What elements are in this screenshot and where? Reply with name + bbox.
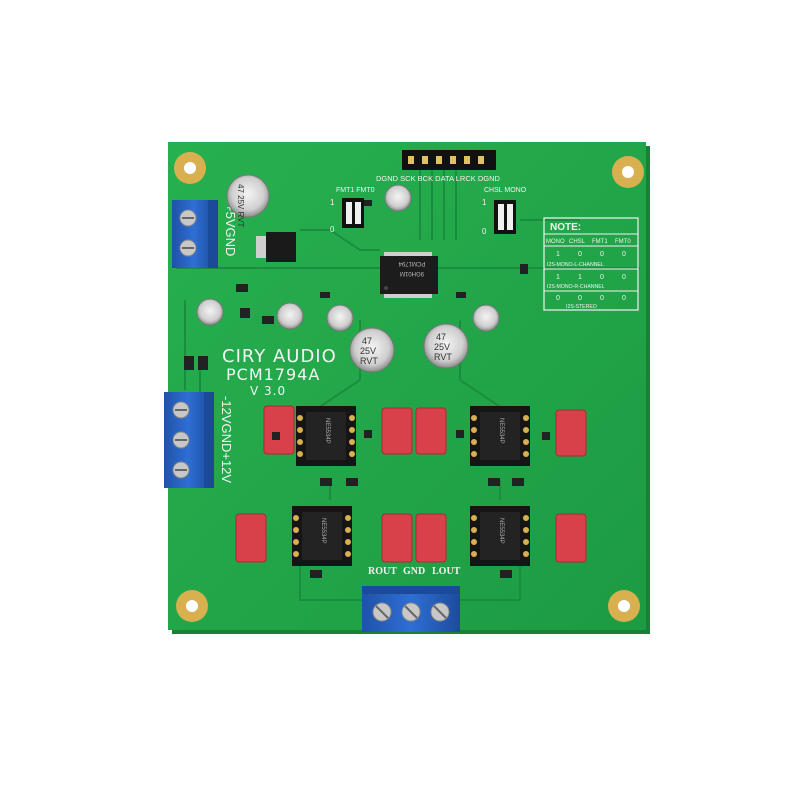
svg-text:1: 1 xyxy=(556,251,560,258)
electrolytic-capacitor: 47 25V RVT xyxy=(226,174,270,228)
jumper-fmt: FMT1 FMT0 1 0 xyxy=(330,187,375,234)
svg-text:1: 1 xyxy=(578,274,582,281)
svg-text:47 25V RVT: 47 25V RVT xyxy=(236,184,245,228)
brand-name: CIRY AUDIO xyxy=(222,346,337,367)
svg-text:NE5534P: NE5534P xyxy=(320,518,326,544)
svg-text:NE5534P: NE5534P xyxy=(324,418,330,444)
svg-text:0: 0 xyxy=(482,227,487,236)
electrolytic-capacitor xyxy=(472,304,500,332)
note-row-2: 1 1 0 0 I2S-MONO-R-CHANNEL xyxy=(547,274,626,290)
electrolytic-capacitor xyxy=(326,304,354,332)
svg-text:0: 0 xyxy=(622,251,626,258)
note-header: FMT0 xyxy=(615,239,631,245)
note-caption: I2S-MONO-L-CHANNEL xyxy=(547,262,604,268)
svg-text:NE5534P: NE5534P xyxy=(498,518,504,544)
opamp-4: NE5534P xyxy=(470,506,530,566)
film-capacitor xyxy=(415,407,447,455)
svg-text:RVT: RVT xyxy=(360,356,378,366)
output-label-gnd: GND xyxy=(403,566,425,577)
svg-text:0: 0 xyxy=(622,295,626,302)
svg-text:RVT: RVT xyxy=(434,352,452,362)
film-capacitor xyxy=(555,513,587,563)
svg-text:0: 0 xyxy=(600,274,604,281)
electrolytic-capacitor xyxy=(384,184,412,212)
svg-text:25V: 25V xyxy=(360,346,376,356)
svg-text:0: 0 xyxy=(330,225,335,234)
brand-silkscreen: CIRY AUDIO PCM1794A V 3.0 xyxy=(222,346,337,398)
jumper-chsl: CHSL MONO 1 0 xyxy=(482,187,527,236)
screw-icon xyxy=(172,401,190,419)
svg-text:0: 0 xyxy=(556,295,560,302)
note-headers: MONO CHSL FMT1 FMT0 xyxy=(546,239,631,245)
screw-icon xyxy=(179,239,197,257)
small-capacitors xyxy=(196,184,500,332)
note-header: MONO xyxy=(546,239,565,245)
terminal-block-5v: +5VGND xyxy=(172,200,238,268)
smd-components xyxy=(184,200,550,578)
film-capacitor xyxy=(381,513,413,563)
terminal-block-output: ROUT GND LOUT xyxy=(362,566,461,632)
terminal-block-12v: -12VGND+12V xyxy=(164,392,234,488)
svg-text:PCM1794: PCM1794 xyxy=(398,260,425,266)
opamp-2: NE5534P xyxy=(470,406,530,466)
svg-text:1: 1 xyxy=(330,198,335,207)
svg-text:9GH01M: 9GH01M xyxy=(400,270,424,276)
film-capacitor xyxy=(415,513,447,563)
mounting-hole-icon xyxy=(612,156,644,188)
output-label-rout: ROUT xyxy=(368,566,397,577)
pin-header: DGND SCK BCK DATA LRCK DGND xyxy=(376,150,500,183)
board-version: V 3.0 xyxy=(250,384,286,398)
film-capacitor xyxy=(381,407,413,455)
power-label-12v: -12VGND+12V xyxy=(219,396,234,483)
note-header: CHSL xyxy=(569,239,586,245)
svg-text:47: 47 xyxy=(362,336,372,346)
voltage-regulator xyxy=(256,232,296,262)
svg-text:47: 47 xyxy=(436,332,446,342)
power-label-5v: +5VGND xyxy=(223,204,238,256)
note-caption: I2S-MONO-R-CHANNEL xyxy=(547,284,605,290)
svg-text:1: 1 xyxy=(482,198,487,207)
electrolytic-capacitor xyxy=(276,302,304,330)
output-label-lout: LOUT xyxy=(432,566,461,577)
svg-text:0: 0 xyxy=(622,274,626,281)
opamp-3: NE5534P xyxy=(292,506,352,566)
film-capacitor xyxy=(235,513,267,563)
dac-chip: PCM1794 9GH01M xyxy=(380,252,438,298)
note-title: NOTE: xyxy=(550,222,581,233)
screw-icon xyxy=(179,209,197,227)
note-row-1: 1 0 0 0 I2S-MONO-L-CHANNEL xyxy=(547,251,626,268)
note-header: FMT1 xyxy=(592,239,608,245)
svg-text:NE5534P: NE5534P xyxy=(498,418,504,444)
electrolytic-capacitor-a: 47 25V RVT xyxy=(349,327,395,373)
svg-text:0: 0 xyxy=(600,251,604,258)
film-capacitor xyxy=(263,405,295,455)
svg-text:0: 0 xyxy=(578,251,582,258)
header-pin-label: DGND SCK BCK DATA LRCK DGND xyxy=(376,174,500,183)
mounting-hole-icon xyxy=(608,590,640,622)
screw-icon xyxy=(401,602,421,622)
jumper-left-label: FMT1 FMT0 xyxy=(336,187,375,194)
mounting-hole-icon xyxy=(176,590,208,622)
note-row-3: 0 0 0 0 I2S-STEREO xyxy=(556,295,626,310)
mounting-hole-icon xyxy=(174,152,206,184)
screw-icon xyxy=(172,431,190,449)
board-model: PCM1794A xyxy=(226,365,320,384)
jumper-right-label: CHSL MONO xyxy=(484,187,527,194)
note-table: NOTE: MONO CHSL FMT1 FMT0 1 0 0 0 I2S-MO… xyxy=(543,217,639,311)
svg-text:0: 0 xyxy=(578,295,582,302)
screw-icon xyxy=(372,602,392,622)
electrolytic-capacitor-b: 47 25V RVT xyxy=(423,323,469,369)
film-capacitors xyxy=(235,405,587,563)
screw-icon xyxy=(430,602,450,622)
svg-text:25V: 25V xyxy=(434,342,450,352)
film-capacitor xyxy=(555,409,587,457)
svg-text:0: 0 xyxy=(600,295,604,302)
mounting-holes xyxy=(174,152,644,622)
note-caption: I2S-STEREO xyxy=(566,304,597,310)
svg-text:1: 1 xyxy=(556,274,560,281)
screw-icon xyxy=(172,461,190,479)
opamp-1: NE5534P xyxy=(296,406,356,466)
electrolytic-capacitor xyxy=(196,298,224,326)
